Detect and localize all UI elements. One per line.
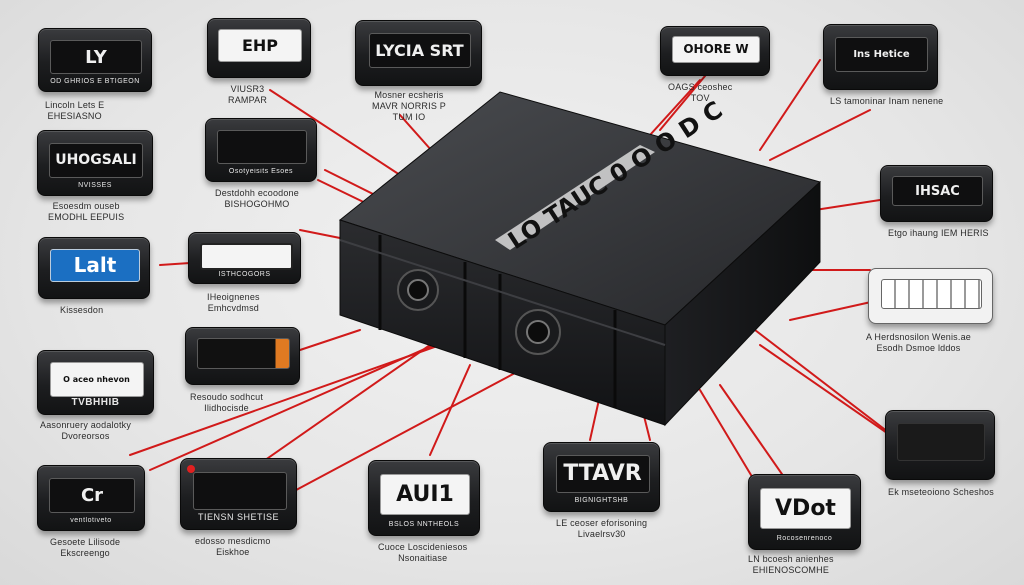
module-10: ISTHCOGORS — [188, 232, 301, 284]
module-11-face — [881, 278, 982, 309]
module-12-caption: Aasonruery aodalotky Dvoreorsos — [40, 420, 132, 441]
module-17: AUI1 BSLOS NNTHEOLS — [368, 460, 480, 536]
module-19: VDot Rocosenrenoco — [748, 474, 861, 550]
module-12-sub: TVBHHIB — [71, 396, 120, 408]
module-19-caption: LN bcoesh anienhes EHIENOSCOMHE — [748, 554, 834, 575]
module-4-face: OHORE W — [671, 35, 761, 63]
central-hub-box: LO TAUC 0 O O D C — [338, 91, 821, 427]
module-19-face: VDot — [760, 488, 851, 529]
module-5-face: Ins Hetice — [835, 36, 928, 72]
module-10-face — [200, 243, 293, 270]
module-11 — [868, 268, 993, 324]
module-1-face: LY — [50, 40, 142, 75]
module-5: Ins Hetice — [823, 24, 938, 90]
module-9-face: Lalt — [50, 248, 140, 282]
module-5-caption: LS tamoninar Inam nenene — [830, 96, 944, 106]
module-8: IHSAC — [880, 165, 993, 222]
module-1-caption: Lincoln Lets E EHESIASNO — [45, 100, 105, 121]
module-1-sub: OD GHRIOS E BTIGEON — [50, 77, 140, 85]
module-11-caption: A Herdsnosilon Wenis.ae Esodh Dsmoe lddo… — [866, 332, 971, 353]
module-12: O aceo nhevon TVBHHIB — [37, 350, 154, 415]
module-9-caption: Kissesdon — [60, 305, 104, 315]
module-9: Lalt — [38, 237, 150, 299]
module-3-caption: Mosner ecsheris MAVR NORRIS P TUM IO — [372, 90, 446, 122]
module-7: Osotyeisits Esoes — [205, 118, 317, 182]
module-8-face: IHSAC — [892, 175, 983, 207]
module-3: LYCIA SRT — [355, 20, 482, 86]
module-18-sub: BIGNIGHTSHB — [574, 497, 629, 505]
module-18-caption: LE ceoser eforisoning Livaelrsv30 — [556, 518, 648, 539]
module-2-caption: VIUSR3 RAMPAR — [228, 84, 268, 105]
module-15: Cr ventlotiveto — [37, 465, 145, 531]
module-13-face — [197, 338, 290, 370]
module-7-caption: Destdohh ecoodone BISHOGOHMO — [215, 188, 299, 209]
module-6-caption: Esoesdm ouseb EMODHL EEPUIS — [48, 201, 125, 222]
module-12-face: O aceo nhevon — [49, 362, 144, 398]
module-7-face — [217, 130, 307, 165]
module-4: OHORE W — [660, 26, 770, 76]
module-15-face: Cr — [48, 477, 136, 513]
hub-port-right — [515, 309, 561, 355]
module-8-caption: Etgo ihaung IEM HERIS — [888, 228, 989, 238]
module-13 — [185, 327, 300, 385]
module-17-face: AUI1 — [380, 474, 470, 515]
module-10-caption: IHeoignenes Emhcvdmsd — [207, 292, 260, 313]
module-16-face — [192, 471, 287, 510]
wire-bundle — [129, 59, 906, 521]
module-2-face: EHP — [218, 29, 302, 62]
module-18: TTAVR BIGNIGHTSHB — [543, 442, 660, 512]
module-18-face: TTAVR — [555, 455, 650, 493]
module-14-face — [896, 423, 986, 461]
hub-port-left — [397, 269, 439, 311]
module-14 — [885, 410, 995, 480]
module-17-sub: BSLOS NNTHEOLS — [388, 520, 460, 528]
module-6: UHOGSALI NVISSES — [37, 130, 153, 196]
module-16-sub: TIENSN SHETISE — [197, 512, 279, 522]
module-14-caption: Ek mseteoiono Scheshos — [888, 487, 994, 497]
module-19-sub: Rocosenrenoco — [776, 534, 833, 542]
module-1: LY OD GHRIOS E BTIGEON — [38, 28, 152, 92]
module-15-sub: ventlotiveto — [70, 516, 112, 524]
module-15-caption: Gesoete Lilisode Ekscreengo — [50, 537, 121, 558]
module-10-sub: ISTHCOGORS — [218, 271, 271, 278]
module-2: EHP — [207, 18, 311, 78]
module-3-face: LYCIA SRT — [368, 32, 471, 68]
module-7-sub: Osotyeisits Esoes — [228, 167, 294, 175]
module-4-caption: OAGS ceoshec TOV — [668, 82, 733, 103]
module-17-caption: Cuoce Loscideniesos Nsonaitiase — [378, 542, 468, 563]
module-6-face: UHOGSALI — [49, 142, 143, 178]
module-13-caption: Resoudo sodhcut Ilidhocisde — [190, 392, 264, 413]
module-16-caption: edosso mesdicmo Eiskhoe — [195, 536, 271, 557]
module-16: TIENSN SHETISE — [180, 458, 297, 530]
module-6-sub: NVISSES — [78, 181, 112, 189]
